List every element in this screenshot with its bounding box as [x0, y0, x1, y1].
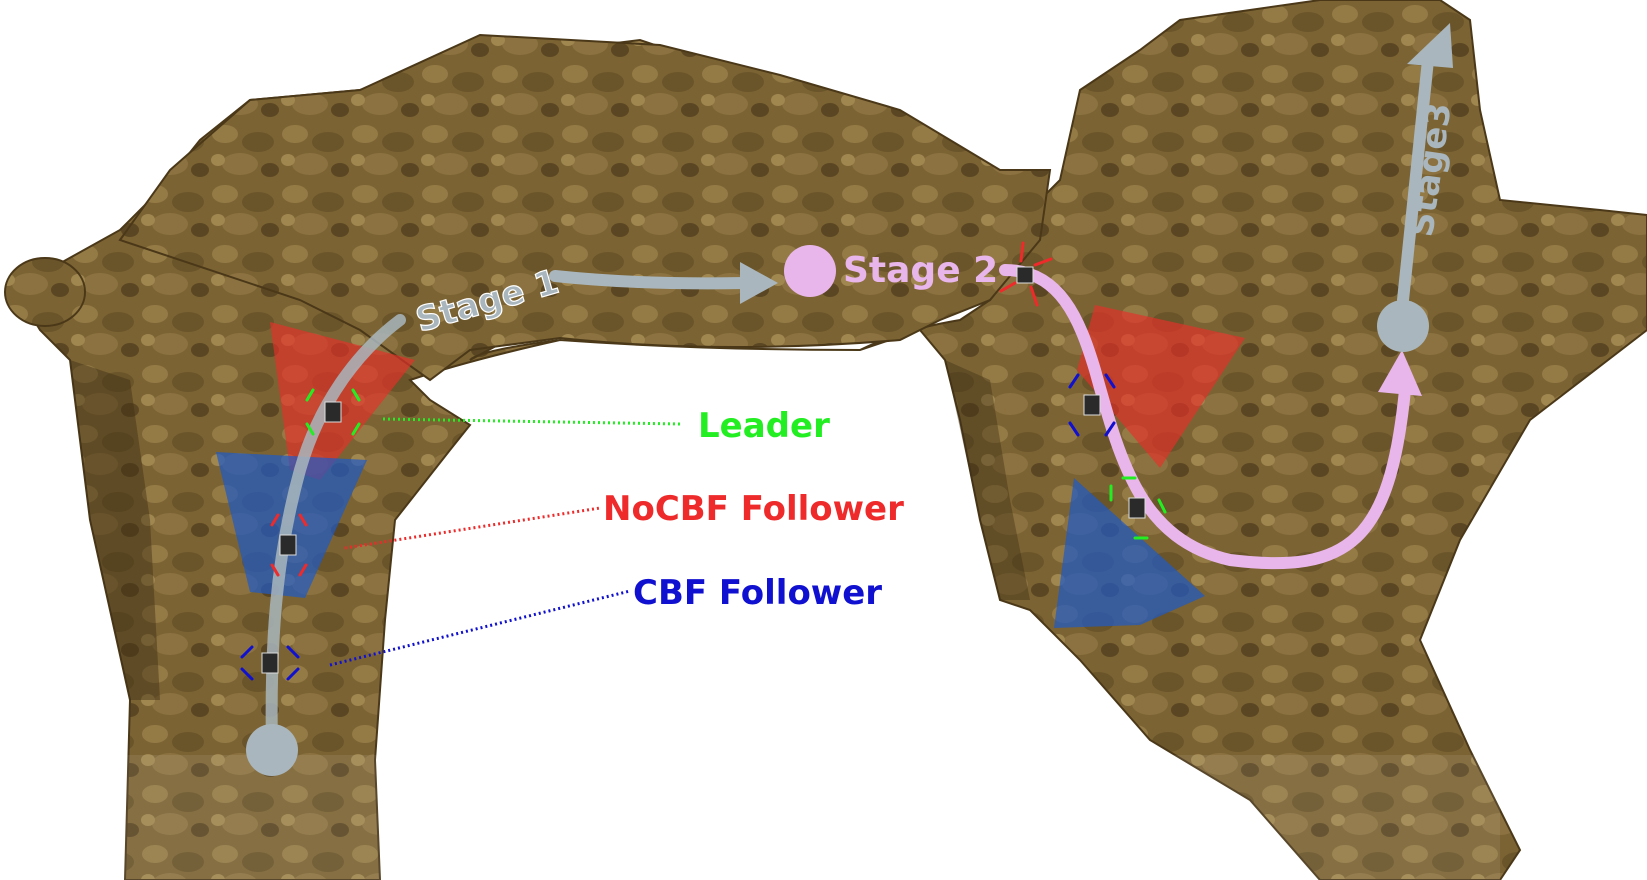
legend-cbf-label: CBF Follower [633, 573, 882, 613]
legend-leader-label: Leader [698, 406, 830, 446]
stage2-label: Stage 2 [843, 250, 998, 291]
stage3-start-node [1377, 300, 1429, 352]
cave-bottom-fade [100, 755, 1500, 880]
legend-nocbf-label: NoCBF Follower [603, 489, 904, 529]
stage1-start-node [246, 724, 298, 776]
cave-left-knob [5, 258, 85, 326]
stage2-start-node [784, 245, 836, 297]
